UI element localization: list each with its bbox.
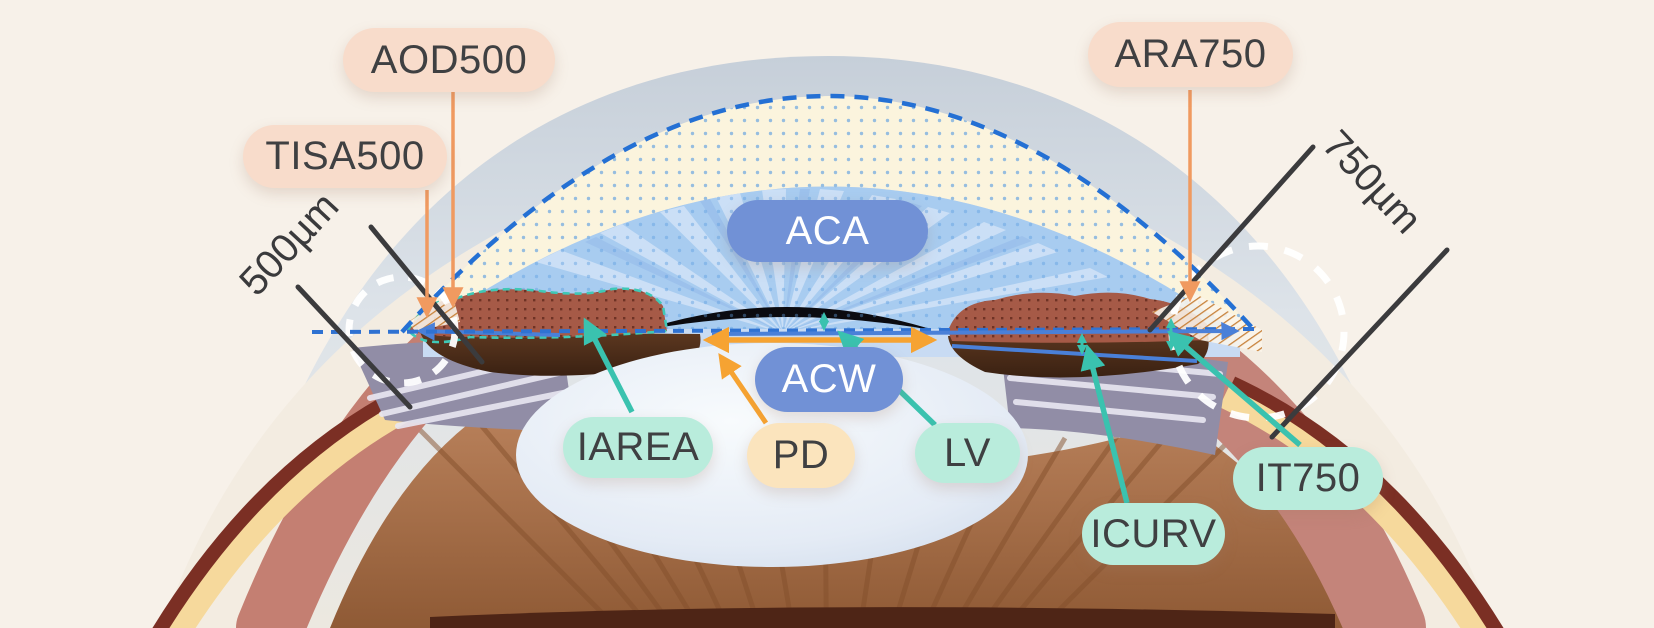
lv-label-pill: LV bbox=[915, 423, 1020, 483]
bracket-right-inner bbox=[1147, 144, 1316, 333]
tisa500-label-pill: TISA500 bbox=[243, 125, 447, 188]
iarea-label-pill: IAREA bbox=[563, 417, 713, 478]
ara750-label-pill: ARA750 bbox=[1088, 22, 1293, 87]
tisa500-label: TISA500 bbox=[265, 134, 425, 178]
it750-label-pill: IT750 bbox=[1233, 447, 1383, 510]
icurv-label: ICURV bbox=[1090, 511, 1217, 556]
acw-label-pill: ACW bbox=[755, 347, 903, 412]
it750-pointer bbox=[1167, 330, 1302, 448]
cornea-posterior-dashed-arc bbox=[400, 93, 1258, 334]
orange-pointers bbox=[416, 90, 1201, 425]
scleral-spur-dashed-line bbox=[311, 327, 1257, 334]
acw-label: ACW bbox=[781, 357, 877, 401]
iarea-pointer bbox=[583, 317, 635, 414]
aod500-label: AOD500 bbox=[370, 37, 528, 82]
ara750-label: ARA750 bbox=[1114, 32, 1267, 76]
pd-label: PD bbox=[772, 433, 830, 477]
aod500-label-pill: AOD500 bbox=[343, 28, 555, 92]
icurv-label-pill: ICURV bbox=[1082, 503, 1225, 565]
lens-arc-dots bbox=[640, 307, 937, 331]
iris-posterior-chord-right bbox=[951, 344, 1198, 363]
iarea-label: IAREA bbox=[576, 425, 700, 469]
it750-label: IT750 bbox=[1255, 456, 1361, 500]
pd-label-pill: PD bbox=[747, 423, 855, 488]
icurv-pointer bbox=[1080, 344, 1130, 504]
bracket-left-outer bbox=[295, 284, 413, 410]
measure-brackets bbox=[295, 144, 1450, 440]
choroid-strip bbox=[430, 607, 1335, 628]
bracket-right-outer bbox=[1269, 247, 1450, 440]
aca-label: ACA bbox=[785, 208, 870, 253]
cornea-stroma-dots bbox=[402, 96, 1256, 332]
pd-pointer bbox=[718, 353, 769, 425]
aca-label-pill: ACA bbox=[727, 200, 928, 262]
lv-label: LV bbox=[944, 430, 991, 475]
